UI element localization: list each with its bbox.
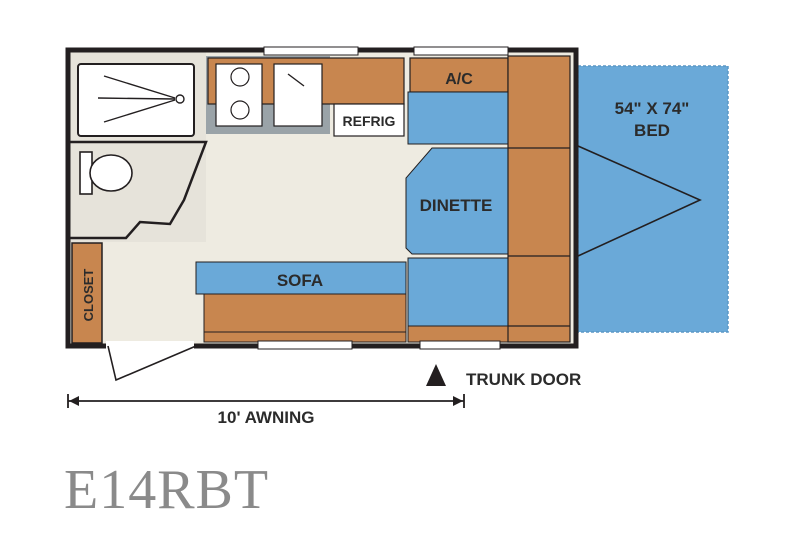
entry-door	[107, 345, 197, 382]
toilet-bowl	[89, 154, 133, 192]
refrig-label: REFRIG	[343, 113, 396, 129]
bed-label: BED	[634, 121, 670, 140]
shower-line	[103, 99, 176, 123]
awning-arrow-right-icon	[453, 396, 463, 406]
storage-column	[507, 55, 571, 343]
sink	[273, 63, 323, 127]
ac-unit	[409, 57, 509, 93]
bed-extension	[577, 65, 729, 333]
bathroom-wall	[70, 140, 208, 240]
awning-arrow-left-icon	[69, 396, 79, 406]
bed-size-label: 54" X 74"	[615, 99, 690, 118]
trunk-door-arrow-icon	[426, 364, 446, 386]
floor-plan-diagram: CLOSET REFRIG A/C DINETTE SOFA 54" X 74"…	[65, 46, 729, 427]
refrigerator	[333, 103, 405, 137]
shower-line	[97, 97, 176, 100]
window	[419, 340, 501, 350]
sofa-seat	[203, 293, 407, 343]
window	[263, 46, 359, 56]
stove	[215, 63, 263, 127]
faucet-icon	[287, 73, 305, 87]
burner-icon	[230, 67, 250, 87]
closet-label: CLOSET	[81, 269, 96, 322]
sofa-label: SOFA	[277, 271, 323, 290]
burner-icon	[230, 100, 250, 120]
model-name: E14RBT	[64, 459, 270, 521]
awning-label: 10' AWNING	[218, 408, 315, 427]
closet	[71, 242, 103, 344]
window	[257, 340, 353, 350]
shower	[77, 63, 195, 137]
dinette-label: DINETTE	[420, 196, 493, 215]
trunk-door-label: TRUNK DOOR	[466, 370, 581, 389]
dinette-base	[407, 325, 509, 343]
bed-triangle	[577, 145, 702, 257]
door-opening	[106, 341, 194, 349]
sofa-back	[195, 261, 407, 295]
shower-drain	[175, 94, 185, 104]
window	[413, 46, 509, 56]
dinette-seat-top	[407, 91, 509, 145]
shower-line	[103, 75, 176, 99]
ac-label: A/C	[445, 71, 473, 88]
